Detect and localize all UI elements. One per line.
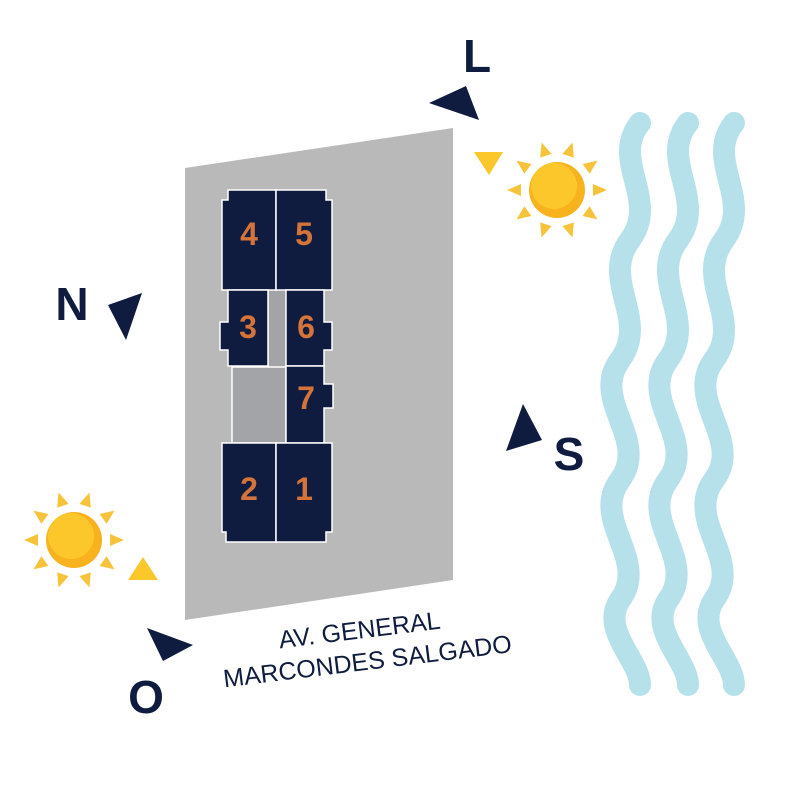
sun-ray [516, 160, 532, 174]
sun-highlight [48, 513, 94, 559]
sun-ray [79, 492, 91, 508]
unit-1 [275, 442, 333, 543]
compass-label-east: L [463, 30, 491, 82]
unit-label-6: 6 [297, 309, 315, 345]
sun-ray [110, 534, 124, 546]
sun-highlight [531, 163, 577, 209]
unit-label-4: 4 [240, 216, 258, 252]
water-waves-icon [600, 112, 745, 696]
sun-ray [33, 556, 49, 570]
unit-label-1: 1 [295, 471, 313, 507]
sun-ray [540, 222, 552, 238]
building-void [231, 366, 287, 444]
unit-label-3: 3 [239, 309, 257, 345]
sun-ray [593, 184, 607, 196]
wave-line-2 [648, 112, 699, 696]
sun-ray [33, 510, 49, 524]
unit-label-5: 5 [295, 216, 313, 252]
sun-ray [24, 534, 38, 546]
unit-label-2: 2 [240, 471, 258, 507]
unit-5 [275, 189, 333, 291]
sun-ray [582, 160, 598, 174]
sun-ray [57, 572, 69, 588]
sun-ray [79, 572, 91, 588]
north-arrow-icon [108, 293, 142, 340]
sunset-marker-icon [128, 557, 158, 580]
unit-label-7: 7 [297, 380, 315, 416]
compass-label-west: O [128, 671, 164, 723]
west-arrow-icon [147, 628, 193, 661]
wave-line-3 [694, 112, 745, 696]
building: 4 5 3 6 7 2 1 [219, 189, 334, 543]
sun-ray [57, 492, 69, 508]
compass-label-north: N [55, 278, 88, 330]
sun-ray [582, 206, 598, 220]
sun-icon [507, 142, 607, 238]
sun-ray [562, 142, 574, 158]
sun-ray [99, 510, 115, 524]
sun-icon [24, 492, 124, 588]
unit-3 [219, 289, 269, 367]
sun-ray [540, 142, 552, 158]
sun-ray [516, 206, 532, 220]
east-arrow-icon [429, 86, 479, 120]
sun-ray [99, 556, 115, 570]
south-arrow-icon [506, 404, 542, 451]
wave-line-1 [600, 112, 651, 696]
sunrise-marker-icon [474, 152, 503, 175]
sun-ray [562, 222, 574, 238]
sun-ray [507, 184, 521, 196]
compass-label-south: S [554, 428, 585, 480]
